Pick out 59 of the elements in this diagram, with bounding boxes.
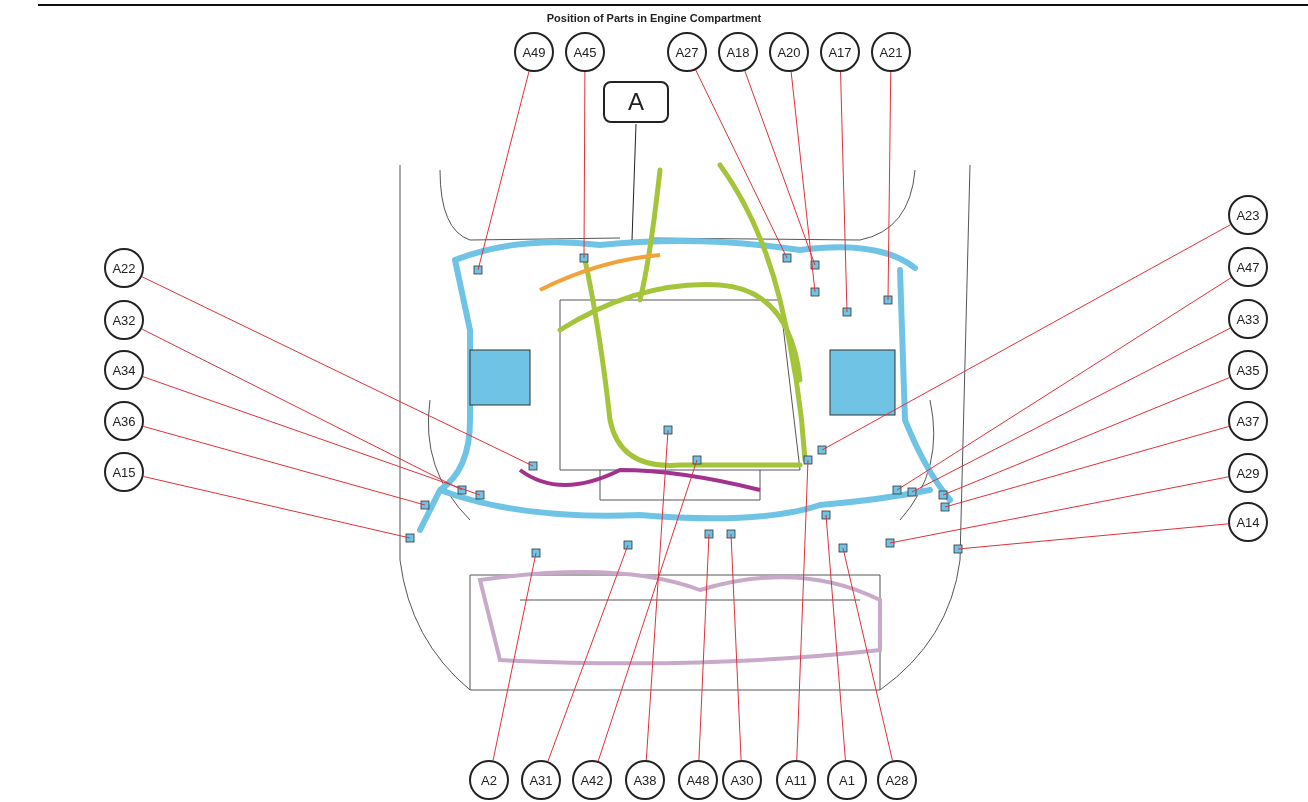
callout-number: A35 [1228, 350, 1268, 390]
leader-line [698, 533, 710, 761]
leader-line [840, 71, 848, 313]
leader-line [825, 514, 846, 761]
callout-number: A42 [572, 760, 612, 800]
leader-line [597, 459, 698, 762]
callout-number: A2 [469, 760, 509, 800]
leader-line [141, 328, 463, 491]
leader-line [911, 327, 1231, 493]
leader-line [842, 547, 893, 761]
leader-line [142, 425, 426, 506]
callout-number: A38 [625, 760, 665, 800]
callout-number: A20 [769, 32, 809, 72]
leader-line [645, 429, 669, 761]
leader-line [744, 70, 816, 266]
callout-number: A27 [667, 32, 707, 72]
leader-line [957, 523, 1229, 550]
leader-line [887, 71, 892, 301]
callout-number: A23 [1228, 195, 1268, 235]
callout-number: A31 [521, 760, 561, 800]
leader-line [942, 377, 1230, 496]
leader-line [143, 476, 411, 539]
callout-number: A1 [827, 760, 867, 800]
leader-line [889, 476, 1229, 544]
leader-line [631, 123, 637, 241]
leader-line [142, 376, 481, 496]
leader-line [896, 277, 1232, 491]
callout-number: A30 [722, 760, 762, 800]
view-label: A [603, 81, 669, 123]
callout-number: A28 [877, 760, 917, 800]
callout-number: A22 [104, 248, 144, 288]
leader-line [796, 459, 809, 761]
callout-number: A18 [718, 32, 758, 72]
callout-number: A21 [871, 32, 911, 72]
callout-number: A47 [1228, 247, 1268, 287]
callout-number: A36 [104, 401, 144, 441]
callout-number: A45 [565, 32, 605, 72]
callout-number: A11 [776, 760, 816, 800]
callout-number: A49 [514, 32, 554, 72]
leader-line [492, 552, 537, 761]
callout-number: A37 [1228, 401, 1268, 441]
callout-number: A15 [104, 452, 144, 492]
callout-number: A14 [1228, 502, 1268, 542]
leader-line [141, 276, 534, 467]
leader-line [695, 69, 788, 259]
callout-number: A33 [1228, 299, 1268, 339]
leader-line [730, 533, 742, 761]
leader-line [547, 544, 629, 762]
callout-number: A34 [104, 350, 144, 390]
leader-line [477, 70, 530, 271]
leader-line [790, 71, 816, 293]
leader-line [583, 71, 586, 259]
page-title: Position of Parts in Engine Compartment [545, 12, 763, 24]
leader-line [944, 425, 1230, 508]
callout-number: A32 [104, 300, 144, 340]
leader-line [821, 224, 1231, 451]
callout-number: A48 [678, 760, 718, 800]
callout-number: A17 [820, 32, 860, 72]
callout-number: A29 [1228, 453, 1268, 493]
